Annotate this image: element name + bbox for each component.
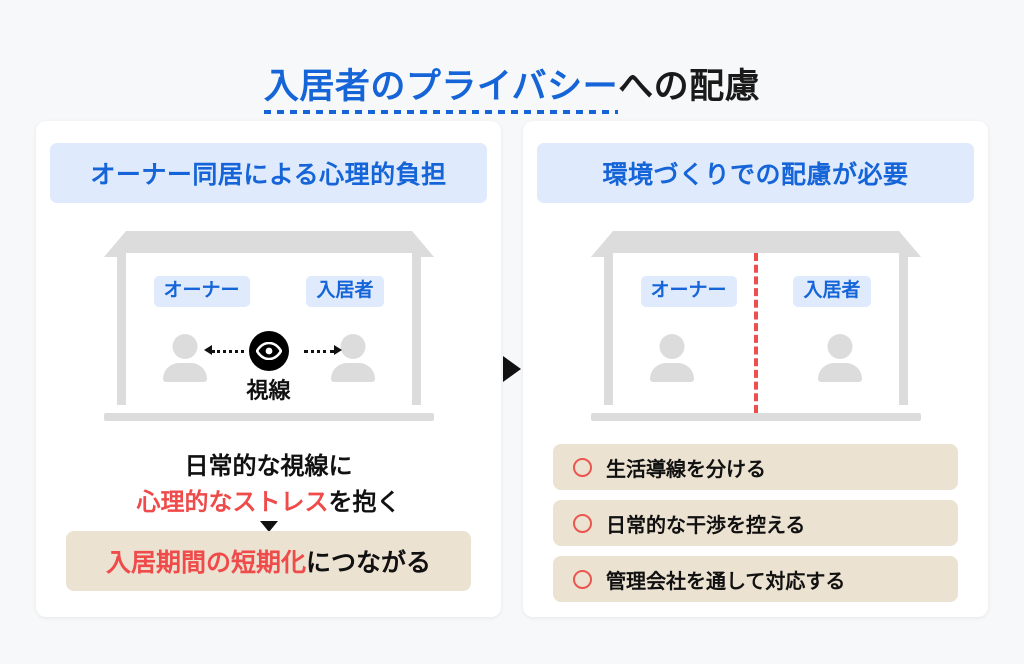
gaze-dotted-line-left bbox=[211, 350, 244, 353]
card-problem-header: オーナー同居による心理的負担 bbox=[50, 143, 487, 203]
circle-outline-icon bbox=[573, 457, 592, 477]
person-body bbox=[330, 363, 375, 382]
house-floor bbox=[590, 413, 921, 421]
house-wall-right bbox=[411, 253, 421, 405]
circle-outline-icon bbox=[573, 569, 592, 589]
result-box-red: 入居期間の短期化 bbox=[105, 549, 306, 577]
gaze-dotted-line-right bbox=[303, 350, 334, 353]
problem-statement-line2-rest: を抱く bbox=[328, 489, 401, 516]
person-body bbox=[817, 363, 862, 382]
house-floor bbox=[103, 413, 434, 421]
tag-tenant: 入居者 bbox=[306, 276, 384, 307]
result-box: 入居期間の短期化につながる bbox=[66, 531, 471, 591]
person-icon-tenant bbox=[330, 334, 376, 382]
list-item: 管理会社を通して対応する bbox=[553, 556, 958, 602]
page-title-highlight: 入居者のプライバシー bbox=[264, 67, 618, 112]
person-body bbox=[162, 363, 207, 382]
flow-arrow-container bbox=[501, 121, 523, 617]
person-head bbox=[659, 334, 684, 359]
person-icon-tenant bbox=[817, 334, 863, 382]
house-illustration-solution: オーナー 入居者 bbox=[590, 231, 921, 421]
page-title: 入居者のプライバシーへの配慮 bbox=[264, 65, 760, 109]
card-solution-header: 環境づくりでの配慮が必要 bbox=[537, 143, 974, 203]
problem-statement-line1: 日常的な視線に bbox=[184, 453, 353, 480]
roof-icon bbox=[590, 231, 921, 257]
list-item-label: 日常的な干渉を控える bbox=[606, 514, 806, 537]
house-wall-left bbox=[603, 253, 613, 405]
result-box-rest: につながる bbox=[306, 549, 432, 577]
list-item-label: 生活導線を分ける bbox=[606, 458, 766, 481]
person-body bbox=[649, 363, 694, 382]
tag-tenant: 入居者 bbox=[793, 276, 871, 307]
house-illustration-problem: オーナー 入居者 視線 bbox=[103, 231, 434, 421]
cards-row: オーナー同居による心理的負担 オーナー 入居者 bbox=[36, 121, 988, 617]
card-solution-header-label: 環境づくりでの配慮が必要 bbox=[602, 161, 909, 189]
red-dashed-divider bbox=[753, 253, 758, 413]
list-item: 生活導線を分ける bbox=[553, 444, 958, 490]
page-title-wrapper: 入居者のプライバシーへの配慮 bbox=[0, 42, 1024, 133]
person-head bbox=[340, 334, 365, 359]
card-problem-header-label: オーナー同居による心理的負担 bbox=[90, 161, 447, 189]
tag-owner: オーナー bbox=[640, 276, 737, 307]
card-solution: 環境づくりでの配慮が必要 オーナー 入居者 bbox=[523, 121, 988, 617]
person-head bbox=[827, 334, 852, 359]
problem-statement: 日常的な視線に 心理的なストレスを抱く bbox=[36, 449, 501, 521]
card-problem: オーナー同居による心理的負担 オーナー 入居者 bbox=[36, 121, 501, 617]
circle-outline-icon bbox=[573, 513, 592, 533]
triangle-right-icon bbox=[503, 356, 521, 382]
gaze-arrow-right-icon bbox=[333, 345, 342, 355]
list-item: 日常的な干渉を控える bbox=[553, 500, 958, 546]
eye-icon bbox=[248, 331, 289, 371]
tag-owner: オーナー bbox=[153, 276, 250, 307]
gaze-arrow-left-icon bbox=[203, 345, 212, 355]
measure-list: 生活導線を分ける 日常的な干渉を控える 管理会社を通して対応する bbox=[553, 444, 958, 602]
person-head bbox=[172, 334, 197, 359]
person-icon-owner bbox=[162, 334, 208, 382]
problem-statement-line2-red: 心理的なストレス bbox=[136, 489, 329, 516]
triangle-down-icon bbox=[259, 521, 278, 532]
list-item-label: 管理会社を通して対応する bbox=[606, 570, 846, 593]
person-icon-owner bbox=[649, 334, 695, 382]
house-wall-right bbox=[898, 253, 908, 405]
house-wall-left bbox=[116, 253, 126, 405]
roof-icon bbox=[103, 231, 434, 257]
page-title-rest: への配慮 bbox=[618, 67, 761, 107]
eye-glyph bbox=[255, 342, 282, 360]
problem-statement-line2: 心理的なストレスを抱く bbox=[36, 485, 501, 521]
gaze-label: 視線 bbox=[246, 378, 291, 403]
